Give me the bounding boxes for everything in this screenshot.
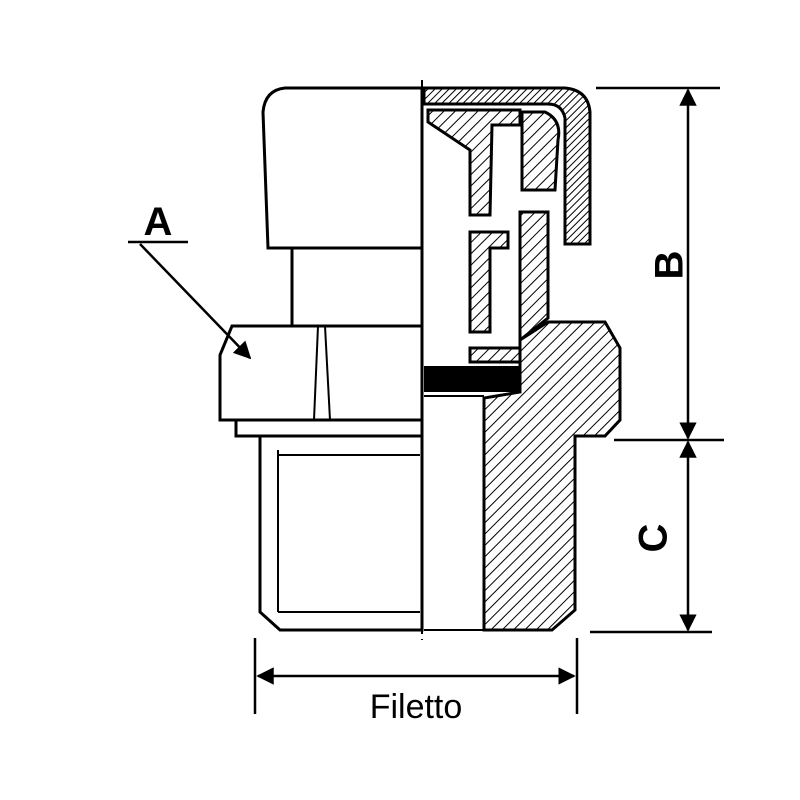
dimension-thread [253,638,579,714]
hex-nut-outline [218,324,424,438]
label-b: B [648,251,692,280]
valve-stem-section [468,210,550,364]
dimension-c [590,440,712,634]
leader-a [128,240,252,360]
body-section [482,320,622,632]
cap-section [422,86,592,246]
label-c: C [632,524,676,553]
threaded-body-outline [258,434,424,632]
dimension-b [596,86,724,442]
label-thread: Filetto [370,688,463,726]
bore-outline [424,395,552,631]
cap-outline [261,86,424,250]
label-a: A [144,200,173,244]
gasket [424,366,520,392]
stem-outline [290,246,424,328]
